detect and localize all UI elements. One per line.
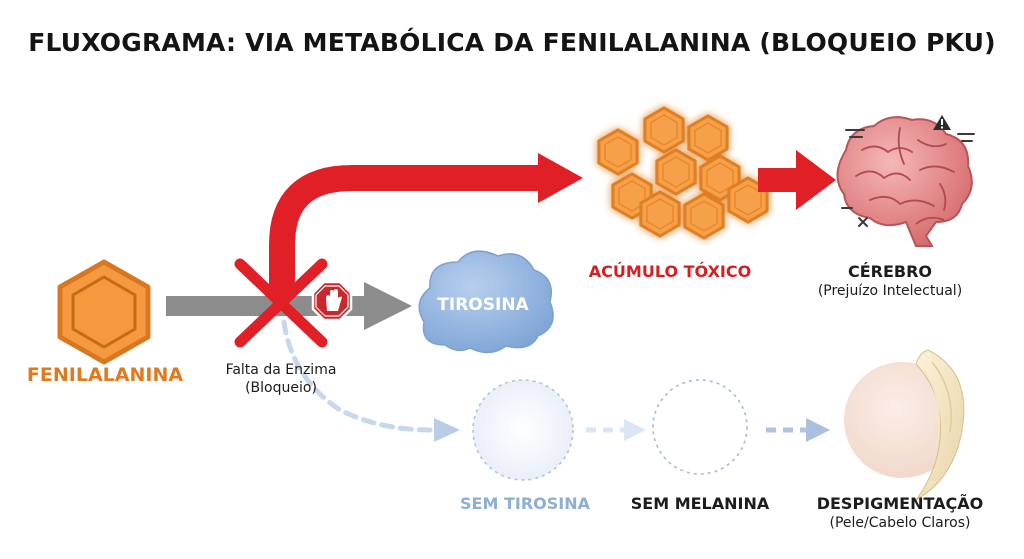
sem-tirosina-label: SEM TIROSINA [460,494,590,513]
sem-melanina-label: SEM MELANINA [630,494,770,513]
block-x-icon [234,258,328,348]
toxic-hexagon-ring-6 [706,162,734,194]
toxic-hexagon-ring-2 [650,114,678,146]
toxic-hexagon-cluster-icon [597,106,769,240]
toxic-hexagon-ring-7 [646,198,674,230]
toxic-hexagon-ring-9 [734,184,762,216]
cerebro-label: CÉREBRO [847,262,933,281]
fenilalanina-benzene-icon [57,259,151,365]
blue-arrowhead-1 [434,418,460,442]
toxic-hexagon-ring-1 [604,136,632,168]
brain-warning-icon [933,115,951,130]
despigmentacao-label: DESPIGMENTAÇÃO [816,494,984,513]
blue-dashed-path [281,319,433,433]
red-curved-arrow [269,153,583,298]
toxic-hexagon-ring-5 [662,156,690,188]
red-arrow-to-brain [758,150,836,210]
toxic-hexagon-8 [683,192,725,240]
enzima-label-line1: Falta da Enzima [225,362,337,378]
tirosina-label: TIROSINA [437,295,529,315]
despigmentacao-sublabel: (Pele/Cabelo Claros) [829,515,971,531]
blue-dashed-arrow-2 [586,419,646,441]
blue-dashed-arrow-3 [766,418,830,442]
toxic-hexagon-ring-4 [618,180,646,212]
sem-tirosina-circle-icon [472,379,574,481]
tirosina-cloud-icon [418,250,554,354]
skin-hair-icon [844,349,965,501]
toxic-hexagon-ring-3 [694,122,722,154]
toxic-hexagon-7 [639,190,681,238]
cerebro-sublabel: (Prejuízo Intelectual) [817,283,963,299]
fenilalanina-label: FENILALANINA [26,364,184,386]
enzima-label-line2: (Bloqueio) [245,380,317,396]
toxic-hexagon-5 [655,148,697,196]
sem-melanina-circle-icon [652,379,748,475]
toxic-hexagon-3 [687,114,729,162]
acumulo-toxico-label: ACÚMULO TÓXICO [588,262,752,281]
page-title: FLUXOGRAMA: VIA METABÓLICA DA FENILALANI… [28,28,996,57]
stop-hand-icon [311,280,353,322]
toxic-hexagon-2 [643,106,685,154]
brain-icon [836,116,973,247]
toxic-hexagon-ring-8 [690,200,718,232]
brain-damage-marks-icon [841,129,975,227]
toxic-hexagon-1 [597,128,639,176]
